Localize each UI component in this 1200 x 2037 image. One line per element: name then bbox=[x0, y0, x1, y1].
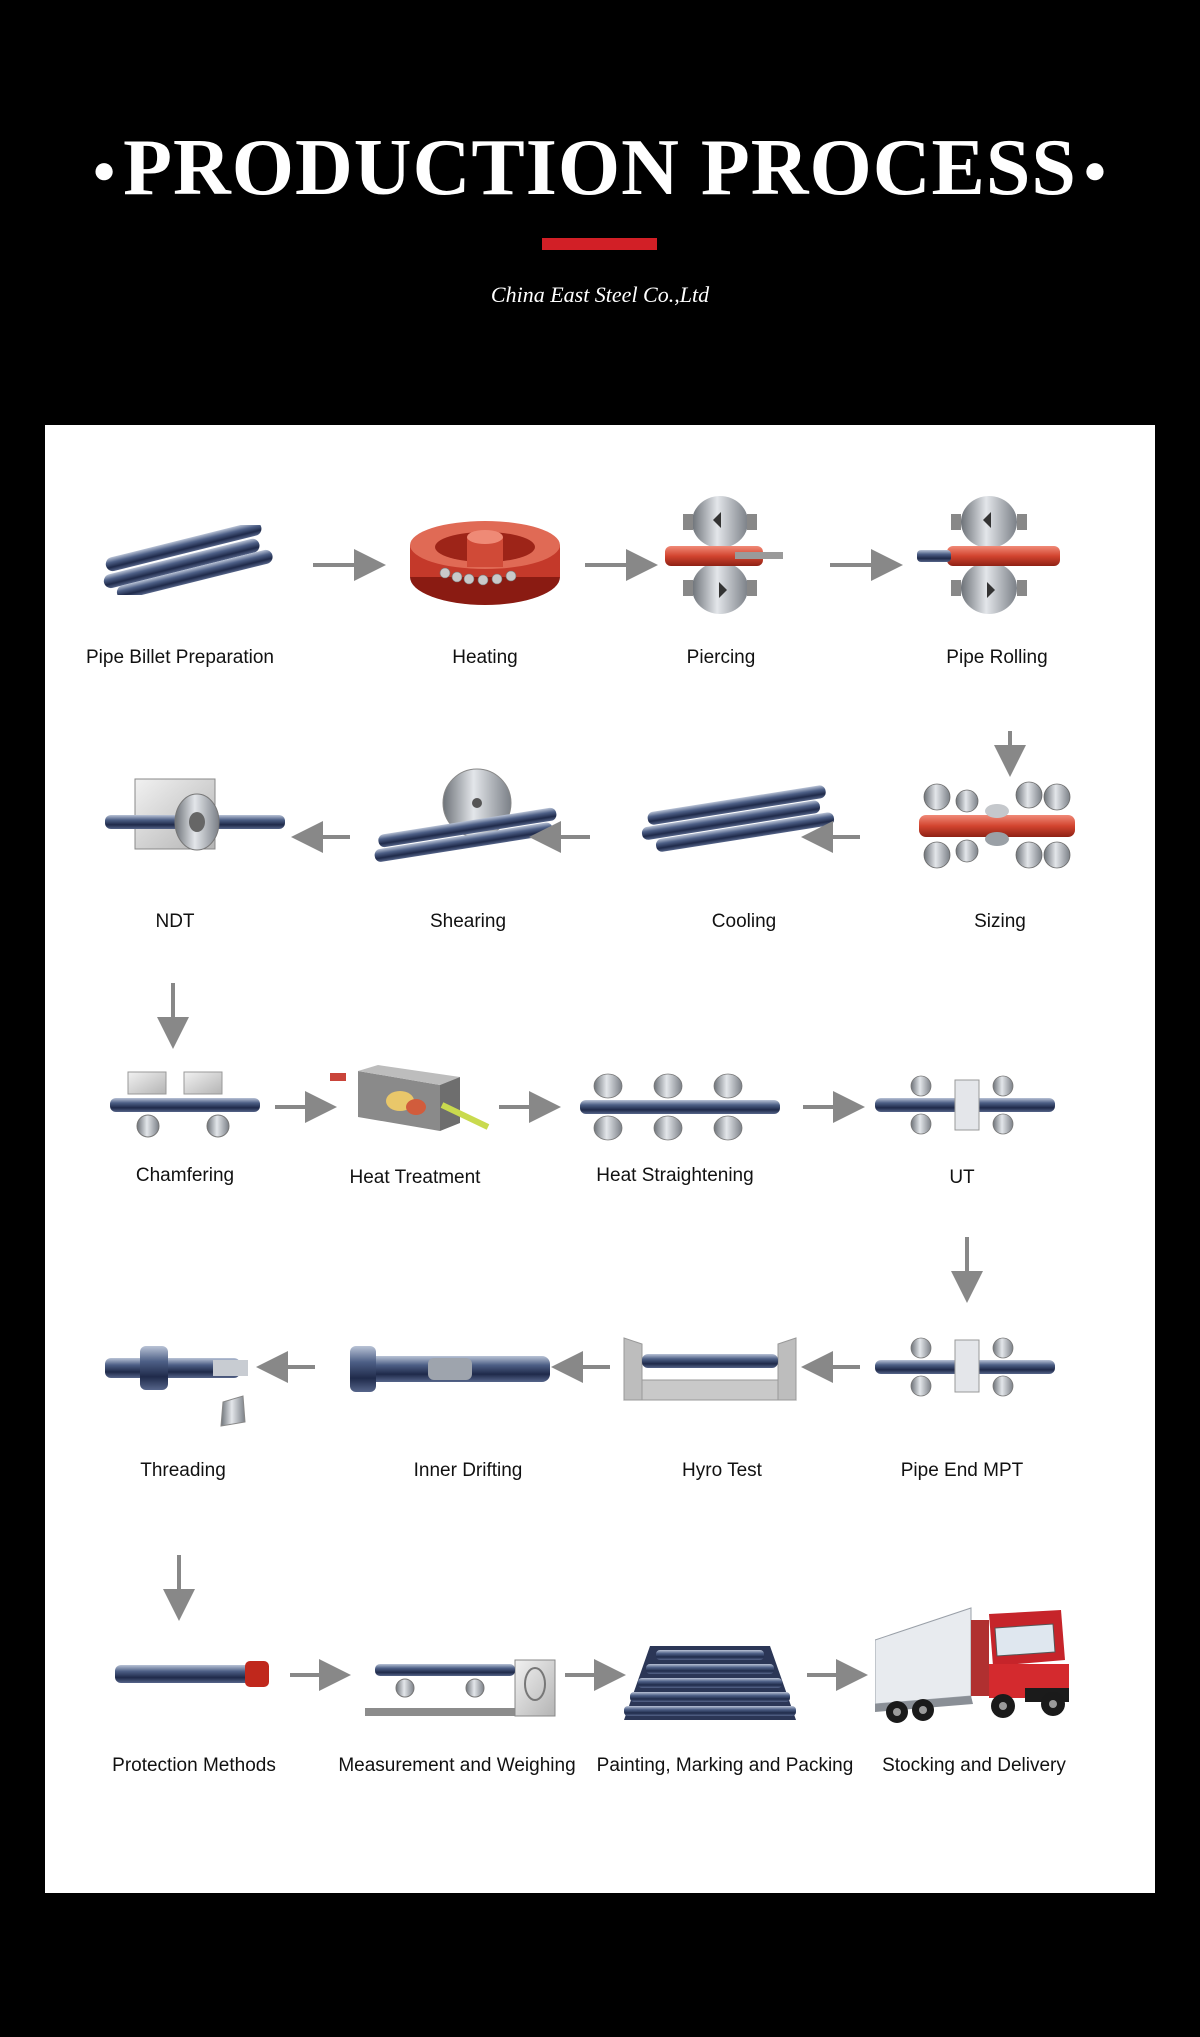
step-label: Pipe Rolling bbox=[946, 647, 1048, 668]
step-label: Threading bbox=[140, 1460, 226, 1481]
step-label: Pipe Billet Preparation bbox=[86, 647, 274, 668]
step-label: Heating bbox=[452, 647, 518, 668]
straightening-rolls-icon bbox=[580, 1073, 780, 1141]
ndt-machine-icon bbox=[105, 778, 285, 851]
company-name: China East Steel Co.,Ltd bbox=[490, 282, 710, 307]
threading-icon bbox=[105, 1346, 248, 1427]
page-title: ●PRODUCTION PROCESS● bbox=[91, 124, 1108, 212]
step-label: UT bbox=[949, 1167, 975, 1188]
step-label: Stocking and Delivery bbox=[882, 1755, 1066, 1776]
pipe-bundle-icon bbox=[103, 525, 273, 595]
title-underline bbox=[542, 238, 657, 250]
step-label: Chamfering bbox=[135, 1165, 235, 1186]
ultrasonic-test-icon bbox=[875, 1075, 1055, 1135]
step-label: Cooling bbox=[711, 911, 777, 932]
pipe-stack-icon bbox=[624, 1646, 796, 1720]
step-label: Inner Drifting bbox=[413, 1460, 523, 1481]
chamfering-icon bbox=[110, 1071, 260, 1138]
heat-treatment-furnace-icon bbox=[330, 1065, 490, 1131]
step-label: Shearing bbox=[429, 911, 507, 932]
step-label: Pipe End MPT bbox=[900, 1460, 1024, 1481]
step-label: Hyro Test bbox=[682, 1460, 762, 1481]
step-label: NDT bbox=[155, 911, 195, 932]
scale-icon bbox=[365, 1659, 556, 1717]
step-label: Heat Straightening bbox=[596, 1165, 754, 1186]
step-label: Heat Treatment bbox=[349, 1167, 481, 1188]
magnetic-particle-test-icon bbox=[875, 1337, 1055, 1397]
thread-protector-icon bbox=[115, 1661, 269, 1687]
step-label: Sizing bbox=[974, 911, 1026, 932]
step-label: Protection Methods bbox=[112, 1755, 276, 1776]
step-label: Painting, Marking and Packing bbox=[596, 1755, 854, 1776]
hydro-test-icon bbox=[623, 1337, 797, 1401]
flow-arrows bbox=[157, 549, 1026, 1691]
header: ●PRODUCTION PROCESS● China East Steel Co… bbox=[0, 0, 1200, 420]
truck-icon bbox=[875, 1607, 1069, 1723]
saw-blade-icon bbox=[374, 768, 557, 862]
step-label: Measurement and Weighing bbox=[338, 1755, 576, 1776]
pipe-bundle-icon bbox=[641, 785, 835, 852]
drift-test-icon bbox=[350, 1346, 550, 1392]
sizing-mill-icon bbox=[919, 781, 1075, 869]
piercing-rolls-icon bbox=[665, 496, 783, 614]
rolling-mill-icon bbox=[917, 496, 1060, 614]
process-diagram: Pipe Billet Preparation Heating bbox=[45, 425, 1155, 1893]
furnace-icon bbox=[410, 521, 560, 605]
step-label: Piercing bbox=[686, 647, 756, 668]
